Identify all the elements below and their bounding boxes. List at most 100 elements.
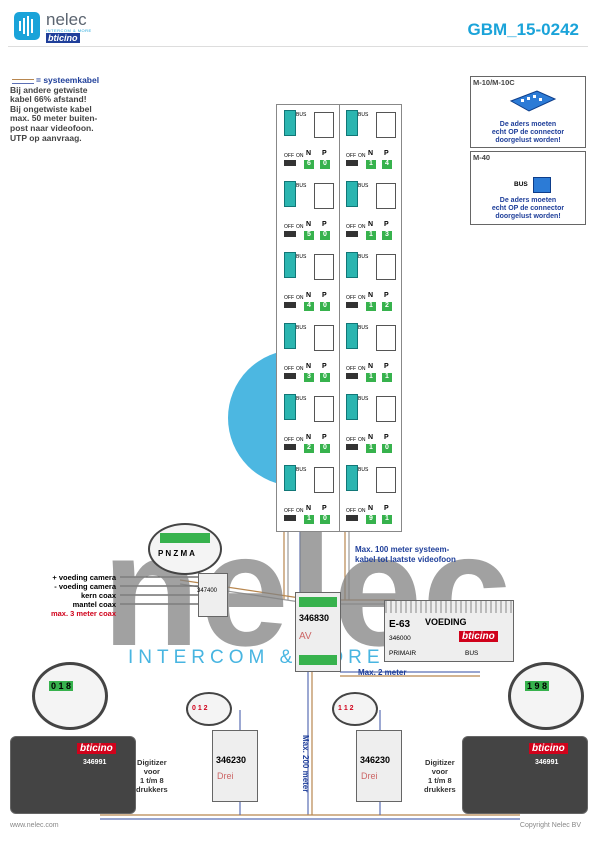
handset-unit: BUS OFF ON N P 1 4 [340,106,398,174]
handset-icon [314,396,334,422]
connector-note-line: echt OP de connector [491,205,565,212]
n-value: 1 [366,373,376,382]
handset-icon [314,112,334,138]
p-value: 0 [320,515,330,524]
n-value: 3 [304,373,314,382]
digitizer-brand: bticino [529,743,568,754]
cable-note-line: max. 50 meter buiten- [10,113,98,124]
connector-box-m10: M-10/M-10C De aders moeten echt OP de co… [470,76,586,148]
digitizer-text-right: Digitizer voor 1 t/m 8 drukkers [424,758,456,794]
handset-icon [376,254,396,280]
p-value: 0 [320,160,330,169]
psu-brand: bticino [459,631,498,642]
handset-icon [314,183,334,209]
bus-label: BUS [514,181,528,188]
off-on-switch [346,373,358,379]
cable-note-line: Bij andere getwiste [10,84,88,95]
footer-left[interactable]: www.nelec.com [10,822,59,829]
p-value: 0 [320,373,330,382]
module-346830: 346830 AV [295,592,341,672]
brand-tagline: INTERCOM & MORE [46,28,92,33]
connector-box-m40: M-40 BUS De aders moeten echt OP de conn… [470,151,586,225]
bus-label: BUS [358,112,369,118]
connector-note-line: doorgelust worden! [495,213,561,220]
handset-icon [314,467,334,493]
zoom-bubble-right: 1 9 8 [508,662,584,730]
max-2-label: Max. 2 meter [358,668,407,677]
bus-terminal [346,252,358,278]
module-346830-av: AV [299,631,312,642]
bus-label: BUS [358,325,369,331]
n-value: 4 [304,302,314,311]
off-on-switch [284,160,296,166]
n-value: 5 [304,231,314,240]
bus-label: BUS [296,396,307,402]
logo: nelec INTERCOM & MORE bticino [14,10,106,44]
zoom-bubble-left: 0 1 8 [32,662,108,730]
bus-terminal [346,181,358,207]
n-value: 1 [304,515,314,524]
zoom-bubble-mid-right: 1 1 2 [332,692,378,726]
digitizer-brand: bticino [77,743,116,754]
handset-unit: BUS OFF ON N P 1 0 [278,461,336,529]
cable-note: = systeemkabel Bij andere getwiste kabel… [10,75,115,143]
zoom-bubble-top: P N Z M A [148,523,222,575]
digitizer-code: 346991 [535,759,559,766]
cable-note-line: kabel 66% afstand! [10,94,87,105]
connector-note-line: echt OP de connector [491,129,565,136]
watermark-line: INTERCOM & MORE [128,647,385,668]
n-value: 1 [366,160,376,169]
handset-icon [376,183,396,209]
handset-unit: BUS OFF ON N P 3 0 [278,319,336,387]
handset-unit: BUS OFF ON N P 1 2 [340,248,398,316]
interface-left: 346230 Drei [212,730,258,802]
bus-terminal [346,110,358,136]
bus-terminal [346,394,358,420]
off-on-switch [284,373,296,379]
bus-label: BUS [358,254,369,260]
bus-label: BUS [296,467,307,473]
header-divider [8,46,588,47]
psu-bus: BUS [465,650,479,657]
handset-icon [376,325,396,351]
off-on-switch [346,302,358,308]
p-value: 1 [382,515,392,524]
handset-unit: BUS OFF ON N P 1 1 [340,319,398,387]
off-on-switch [284,515,296,521]
handset-unit: BUS OFF ON N P 1 3 [340,177,398,245]
connector-note-line: De aders moeten [499,121,557,128]
n-value: 2 [304,444,314,453]
zoom-terminals [160,533,210,543]
cable-note-line: post naar videofoon. [10,122,94,133]
camera-max-note: max. 3 meter coax [50,609,116,618]
connector-box-title: M-10/M-10C [473,78,515,87]
bus-label: BUS [296,325,307,331]
cable-note-line: Bij ongetwiste kabel [10,103,92,114]
camera-line: - voeding camera [54,582,116,591]
bus-label: BUS [358,396,369,402]
connector-box-title: M-40 [473,153,491,162]
handset-icon [376,112,396,138]
off-on-switch [346,160,358,166]
p-value: 1 [382,373,392,382]
camera-module: 347400 [197,573,228,617]
doc-code: GBM_15-0242 [467,20,579,39]
digitizer-right: bticino 346991 [462,736,588,814]
max-200-label: Max. 200 meter [301,735,310,793]
sub-brand: bticino [46,33,80,43]
zoom-top-label: P N Z M A [158,549,195,558]
bus-label: BUS [358,467,369,473]
digitizer-text-left: Digitizer voor 1 t/m 8 drukkers [136,758,168,794]
n-value: 1 [366,302,376,311]
bus-label: BUS [358,183,369,189]
n-value: 1 [366,444,376,453]
connector-note-line: doorgelust worden! [495,137,561,144]
grid-divider [339,105,340,531]
footer-right: Copyright Nelec BV [519,822,581,829]
interface-code: 346230 [216,755,247,765]
bus-terminal [284,465,296,491]
bus-connector-icon [533,177,551,193]
camera-line: + voeding camera [52,573,116,582]
off-on-switch [346,231,358,237]
psu-part: 346000 [389,635,411,642]
